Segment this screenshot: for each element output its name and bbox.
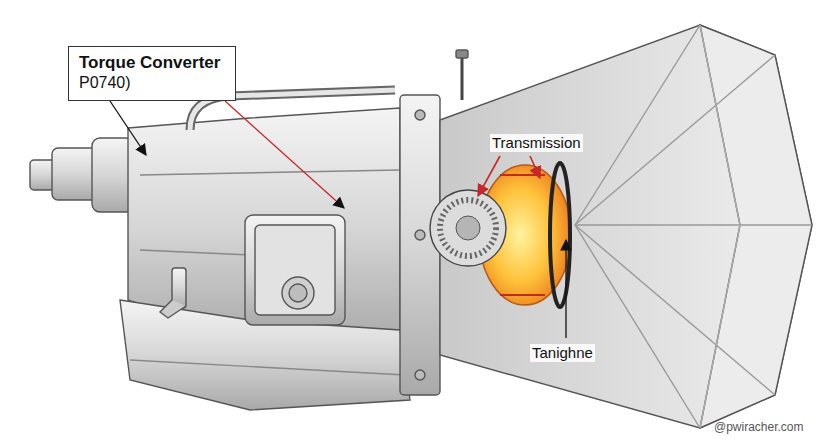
torque-converter <box>430 163 571 307</box>
transmission-body <box>30 50 468 410</box>
watermark: @pwiracher.com <box>712 420 806 434</box>
part-label: Transmission <box>490 134 583 152</box>
callout-box: Torque ConverterP0740) <box>68 46 236 101</box>
fault-code: P0740) <box>79 73 223 93</box>
part-label: Tanighne <box>530 344 595 362</box>
part-heading: Torque Converter <box>79 52 223 73</box>
